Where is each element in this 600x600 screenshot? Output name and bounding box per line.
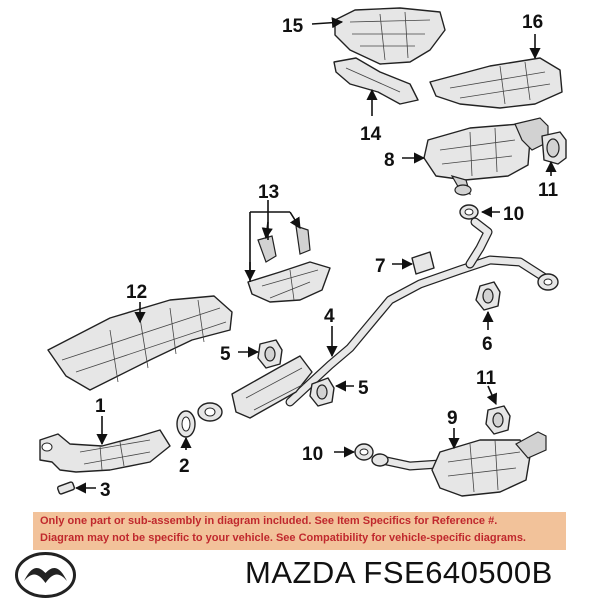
callout-10-upper: 10 [503, 204, 524, 225]
part-15-heat-shield [334, 7, 446, 65]
callout-5-left: 5 [220, 344, 231, 365]
callout-7: 7 [375, 256, 386, 277]
part-3-bolt [56, 481, 76, 495]
callout-2: 2 [179, 456, 190, 477]
part-7-bracket [411, 251, 435, 275]
part-8-silencer [423, 117, 549, 196]
callout-9: 9 [447, 408, 458, 429]
leader-lines [74, 17, 557, 494]
part-11-hanger-lower [485, 405, 511, 435]
part-2-gasket [176, 410, 196, 438]
part-6-hanger [475, 281, 501, 311]
callout-14: 14 [360, 124, 382, 145]
callout-6: 6 [482, 334, 493, 355]
part-10-gasket-lower [354, 443, 374, 461]
callout-4: 4 [324, 306, 335, 327]
callout-1: 1 [95, 396, 106, 417]
part-4-center-pipe [197, 217, 559, 422]
part-title: MAZDA FSE640500B [245, 555, 553, 590]
callout-12: 12 [126, 282, 147, 303]
callout-16: 16 [522, 12, 543, 33]
callout-labels: 15 16 14 8 11 10 13 7 12 4 6 5 5 1 11 9 … [95, 12, 559, 501]
part-11-hanger-upper [541, 131, 567, 165]
part-9-muffler [371, 431, 547, 497]
disclaimer-line-2: Diagram may not be specific to your vehi… [40, 532, 526, 544]
part-5-hanger-left [257, 339, 283, 369]
disclaimer-line-1: Only one part or sub-assembly in diagram… [40, 515, 498, 527]
part-1-front-pipe [39, 429, 171, 473]
part-5-hanger-right [309, 377, 335, 407]
part-13-insulator [247, 225, 331, 303]
callout-15: 15 [282, 16, 304, 37]
part-14-bracket [333, 57, 419, 105]
disclaimer-banner: Only one part or sub-assembly in diagram… [33, 512, 566, 550]
part-16-heat-shield [429, 57, 563, 109]
callout-11-upper: 11 [538, 180, 559, 201]
callout-13: 13 [258, 182, 279, 203]
mazda-logo-icon [15, 552, 76, 598]
part-12-heat-shield [47, 295, 233, 391]
callout-3: 3 [100, 480, 111, 501]
callout-11-lower: 11 [476, 368, 497, 389]
part-10-gasket-upper [459, 204, 479, 220]
callout-8: 8 [384, 150, 395, 171]
callout-10-lower: 10 [302, 444, 323, 465]
callout-5-right: 5 [358, 378, 369, 399]
